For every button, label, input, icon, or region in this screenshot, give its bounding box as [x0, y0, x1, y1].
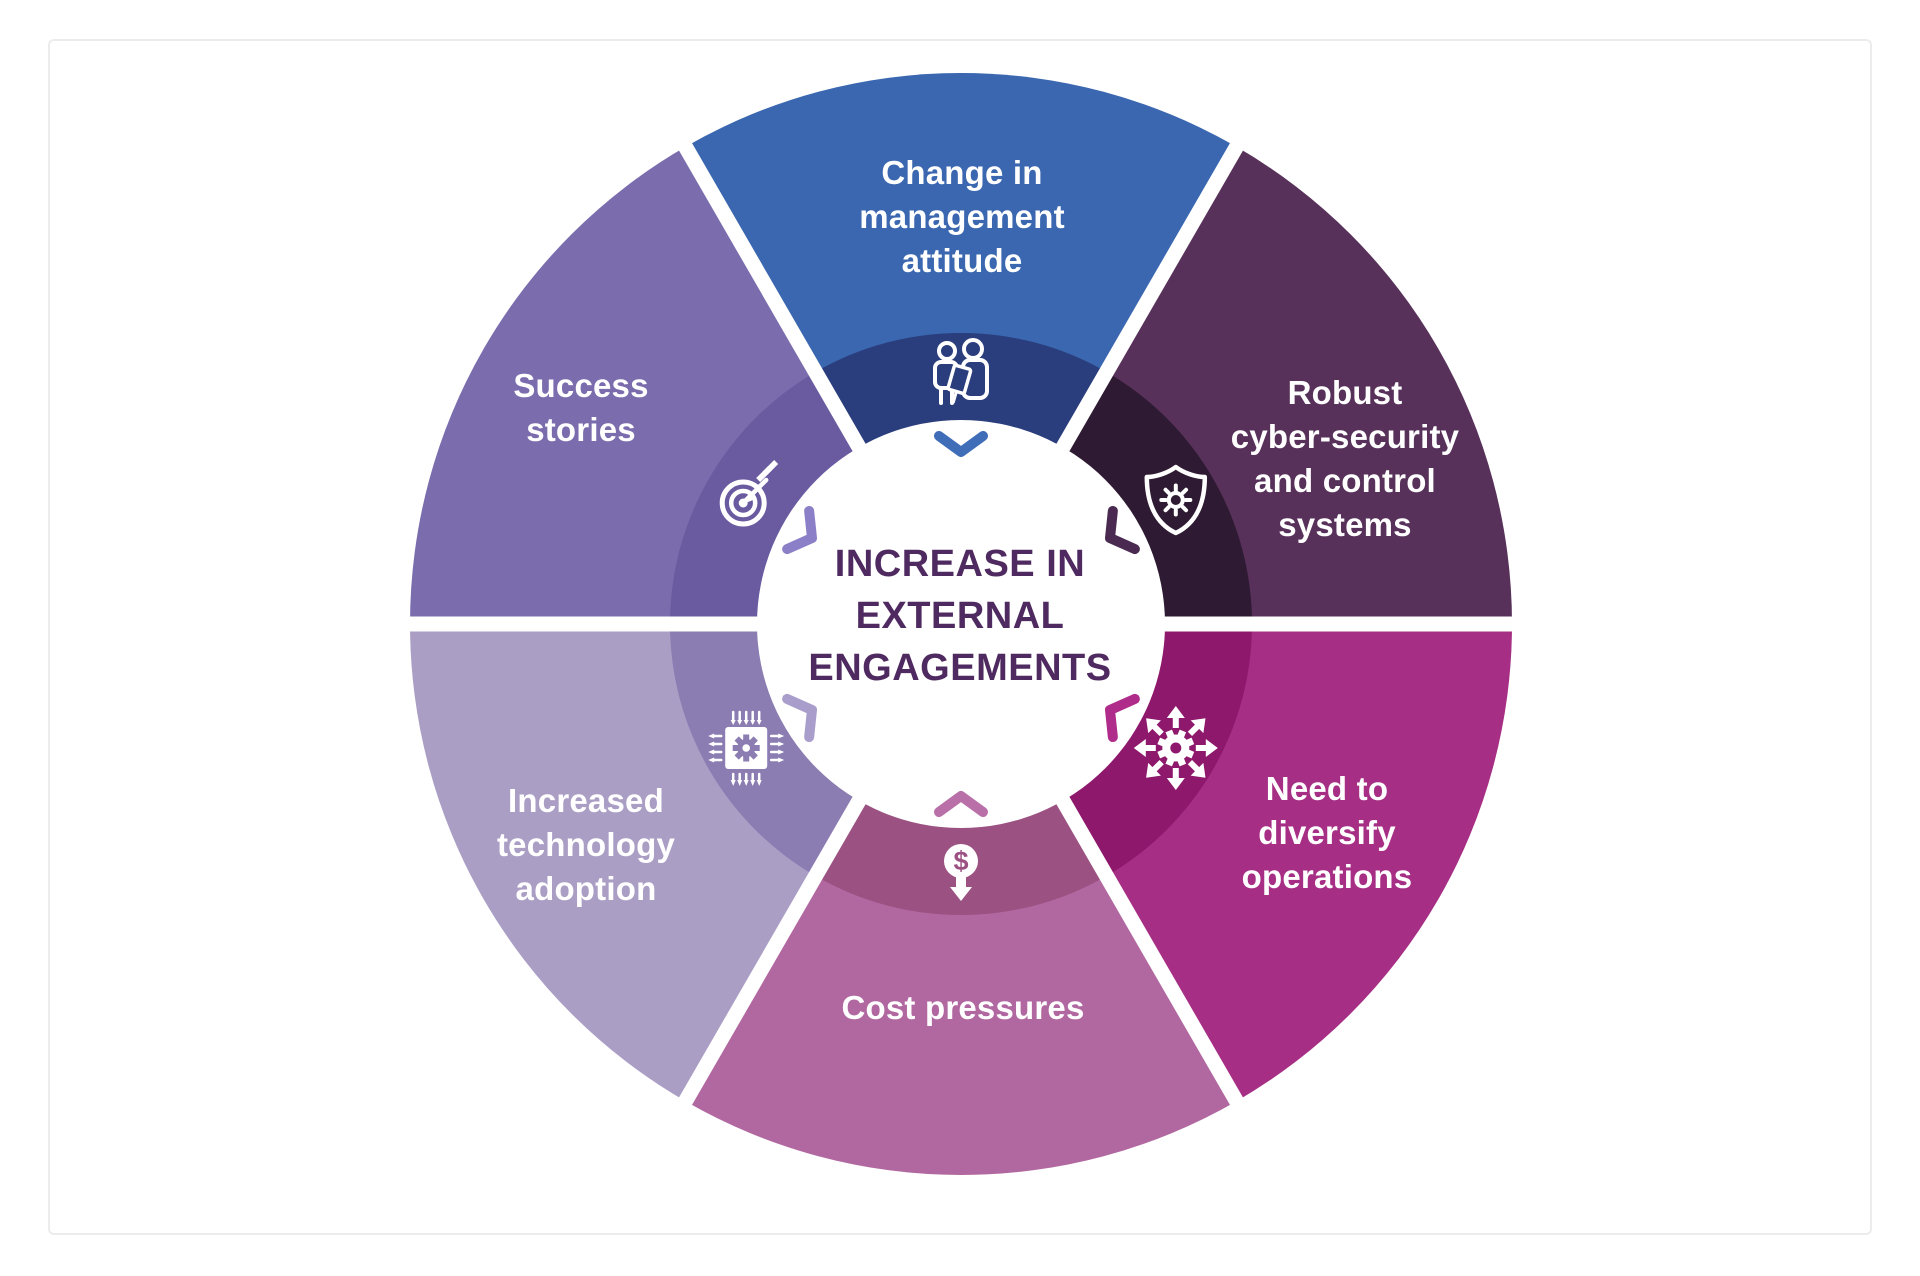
inward-chevron-cyber-security [1105, 505, 1140, 555]
expand-arrows-gear-icon [1133, 706, 1218, 790]
inward-chevron-change-management [934, 431, 988, 457]
target-dart-icon [719, 460, 779, 527]
segment-label-diversify-operations: Need to diversify operations [1241, 770, 1413, 895]
segment-label-cyber-security: Robust cyber-security and control system… [1230, 374, 1460, 543]
center-circle [757, 420, 1165, 828]
wheel-center-title: INCREASE IN EXTERNAL ENGAGEMENTS [808, 543, 1112, 689]
segment-label-technology-adoption: Increased technology adoption [496, 782, 676, 907]
segment-label-change-management: Change in management attitude [859, 154, 1065, 279]
inward-chevron-cost-pressures [934, 791, 988, 817]
svg-text:$: $ [953, 846, 968, 876]
dollar-down-arrow-icon: $ [944, 844, 978, 901]
inward-chevron-technology-adoption [782, 693, 817, 743]
inward-chevron-diversify-operations [1105, 693, 1140, 743]
people-discussion-icon [933, 338, 989, 405]
shield-gear-icon [1144, 464, 1208, 536]
segment-label-success-stories: Success stories [513, 367, 649, 448]
microchip-gear-icon [708, 710, 785, 786]
inward-chevron-success-stories [782, 505, 817, 555]
segment-label-cost-pressures: Cost pressures [841, 989, 1085, 1026]
